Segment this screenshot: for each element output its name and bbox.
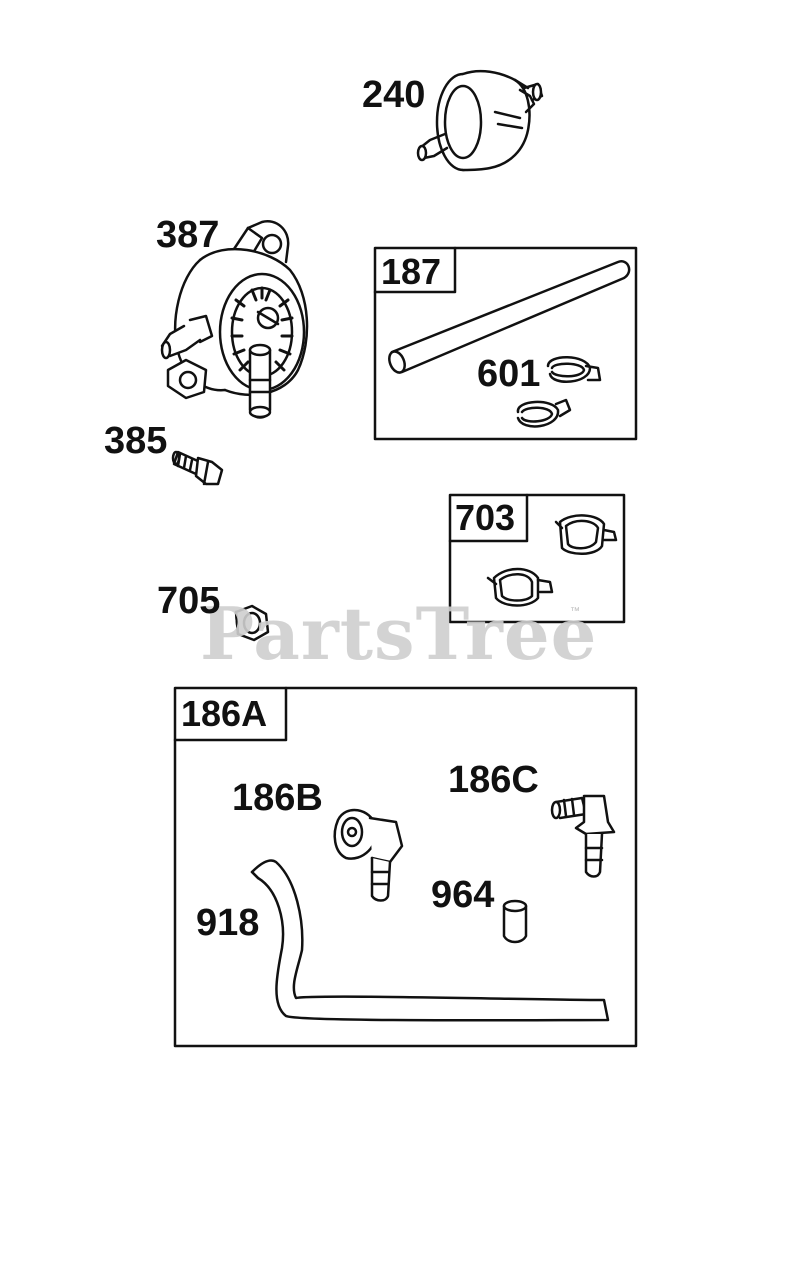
elbow-186C-drawing bbox=[550, 794, 616, 878]
callout-964[interactable]: 964 bbox=[431, 874, 495, 916]
fuel-line-187-drawing bbox=[388, 260, 631, 374]
callout-705[interactable]: 705 bbox=[157, 580, 221, 622]
callout-240[interactable]: 240 bbox=[362, 74, 426, 116]
callout-387[interactable]: 387 bbox=[156, 214, 220, 256]
box-703-frame bbox=[448, 493, 626, 624]
box-186A-label-frame bbox=[173, 686, 288, 742]
callout-601[interactable]: 601 bbox=[477, 353, 541, 395]
callout-186C[interactable]: 186C bbox=[448, 759, 539, 801]
callout-187[interactable]: 187 bbox=[381, 251, 442, 292]
hose-918-drawing bbox=[250, 859, 610, 1022]
callout-918[interactable]: 918 bbox=[196, 902, 260, 944]
box-186A-frame bbox=[173, 686, 638, 1048]
watermark-text: PartsTree bbox=[200, 591, 598, 676]
fuel-pump-387-drawing bbox=[160, 219, 309, 419]
watermark-trademark: ™ bbox=[570, 606, 580, 617]
elbow-186B-drawing bbox=[333, 808, 404, 902]
box-187-frame bbox=[373, 246, 638, 441]
clamp-601-drawing bbox=[516, 356, 602, 428]
box-703-label-frame bbox=[448, 493, 529, 543]
clamp-703-drawing bbox=[486, 514, 618, 607]
callout-385[interactable]: 385 bbox=[104, 420, 168, 462]
sleeve-964-drawing bbox=[502, 899, 528, 944]
callout-186B[interactable]: 186B bbox=[232, 777, 323, 819]
box-187-label-frame bbox=[373, 246, 457, 294]
nut-705-drawing bbox=[234, 604, 270, 642]
callout-186A[interactable]: 186A bbox=[181, 693, 268, 734]
fuel-filter-240-drawing bbox=[416, 69, 544, 172]
callout-703[interactable]: 703 bbox=[455, 497, 516, 538]
screw-385-drawing bbox=[171, 450, 224, 486]
